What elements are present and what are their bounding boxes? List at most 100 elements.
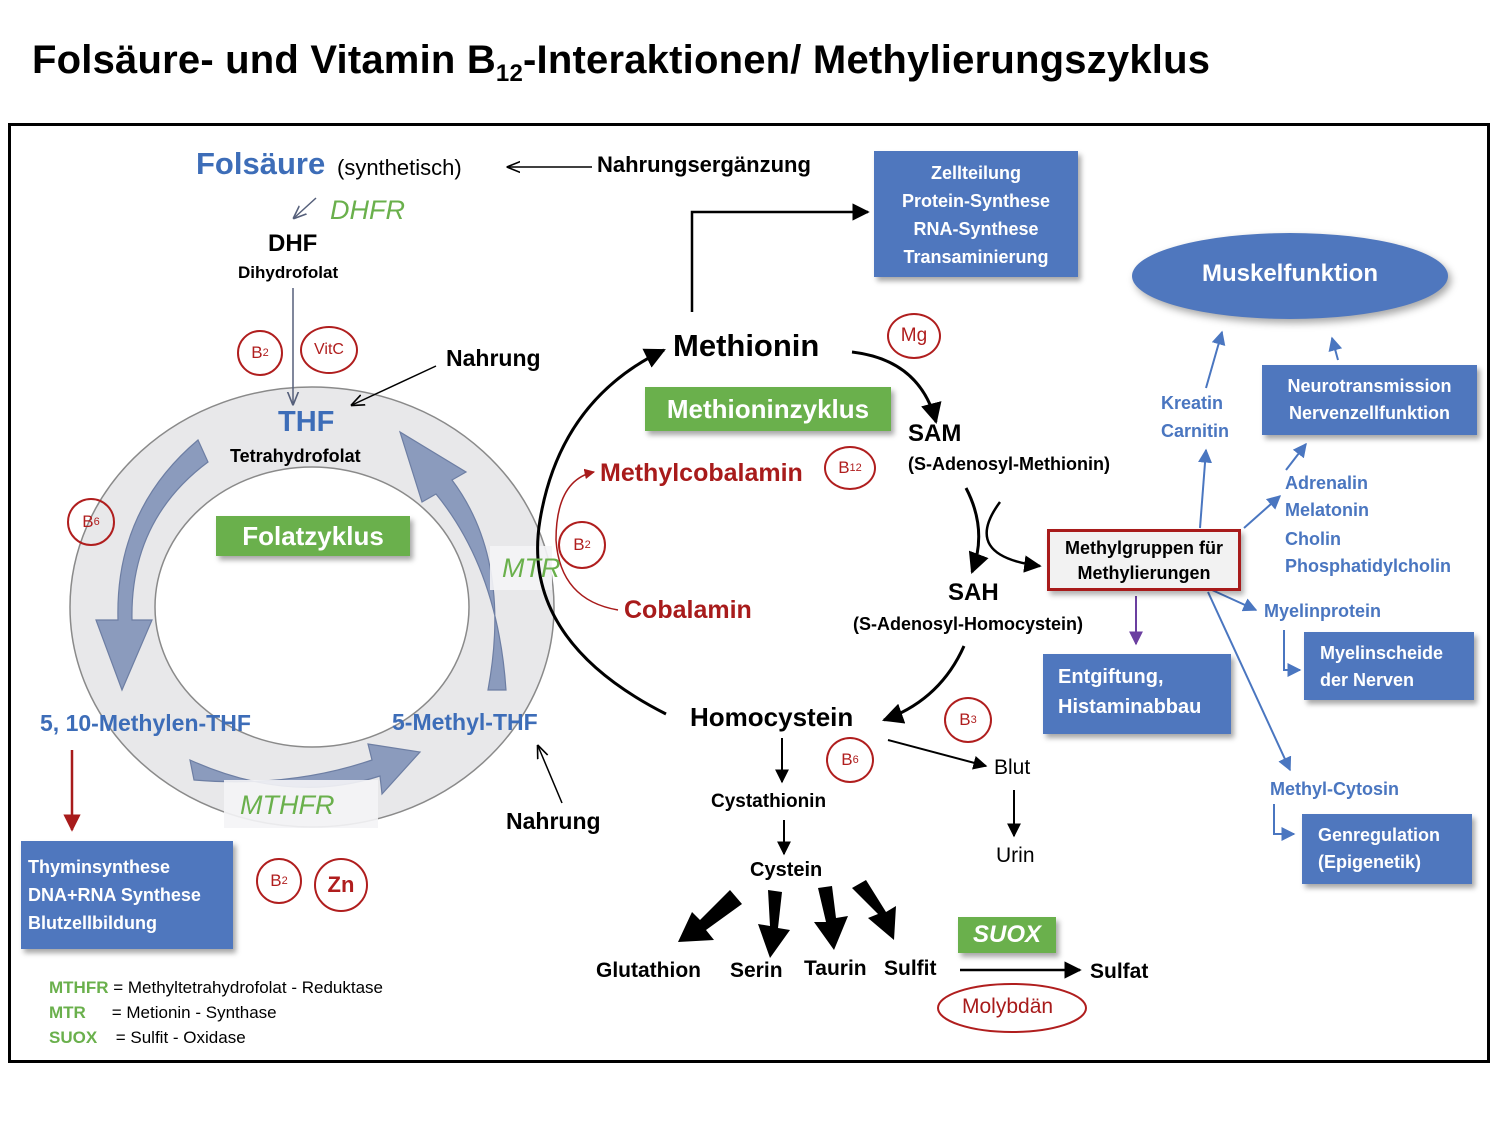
cofactor-vitc: VitC [300, 326, 358, 374]
arrow-sam-sah [964, 487, 989, 574]
methioninzyklus-label: Methioninzyklus [645, 387, 891, 431]
arc-homocystein-methionin [536, 348, 667, 716]
zellteilung-line-3: RNA-Synthese [913, 219, 1039, 239]
adrenalin-label: Adrenalin [1285, 473, 1369, 493]
zellteilung-line-1: Zellteilung [931, 163, 1021, 183]
page-title: Folsäure- und Vitamin B12-Interaktionen/… [32, 38, 1210, 88]
thick-arrow-sulfit [852, 880, 896, 940]
ring-arrow-left [95, 439, 209, 692]
title-rest: -Interaktionen/ Methylierungszyklus [523, 38, 1211, 82]
dhf-full-label: Dihydrofolat [238, 263, 339, 282]
serin-label: Serin [730, 959, 783, 982]
glutathion-label: Glutathion [596, 959, 701, 982]
thymin-line-2: DNA+RNA Synthese [28, 885, 201, 905]
methylgruppen-line-1: Methylgruppen für [1065, 538, 1223, 558]
arrow-homocystein-blut [887, 739, 988, 770]
nahrung-bottom-label: Nahrung [506, 808, 601, 834]
methyl-thf-label: 5-Methyl-THF [392, 709, 538, 735]
genregulation-box: Genregulation (Epigenetik) [1302, 814, 1472, 884]
carnitin-label: Carnitin [1161, 421, 1230, 441]
myelinscheide-line-1: Myelinscheide [1320, 643, 1444, 663]
arrow-myelinscheide [1283, 630, 1302, 677]
neuro-line-2: Nervenzellfunktion [1288, 403, 1451, 423]
legend-row-mtr: MTR = Metionin - Synthase [49, 1003, 277, 1022]
folatzyklus-label: Folatzyklus [216, 516, 410, 556]
thf-full-label: Tetrahydrofolat [230, 446, 361, 466]
arrow-muskel-left [1205, 330, 1226, 389]
genregulation-line-1: Genregulation [1318, 825, 1441, 845]
homocystein-label: Homocystein [690, 702, 854, 732]
arrow-methyl-cytosin [1207, 591, 1292, 772]
dhfr-label: DHFR [330, 195, 405, 225]
nahrung-top-label: Nahrung [446, 345, 541, 371]
myelinprotein-label: Myelinprotein [1264, 601, 1382, 621]
melatonin-label: Melatonin [1285, 500, 1369, 520]
zellteilung-line-2: Protein-Synthese [901, 191, 1051, 211]
thymin-line-1: Thyminsynthese [28, 857, 171, 877]
zellteilung-box: Zellteilung Protein-Synthese RNA-Synthes… [874, 151, 1078, 277]
arrow-cobalamin [555, 468, 619, 611]
muskelfunktion-shape [1132, 233, 1448, 319]
blut-label: Blut [994, 756, 1031, 779]
myelinscheide-line-2: der Nerven [1320, 670, 1415, 690]
entgiftung-line-1: Entgiftung, [1058, 666, 1164, 688]
cystein-label: Cystein [750, 859, 823, 881]
thymin-box: Thyminsynthese DNA+RNA Synthese Blutzell… [21, 841, 233, 949]
arrow-myelinprotein [1211, 589, 1258, 612]
legend-row-mthfr: MTHFR = Methyltetrahydrofolat - Reduktas… [49, 978, 383, 997]
legend: MTHFR = Methyltetrahydrofolat - Reduktas… [49, 975, 383, 1050]
phosphatidylcholin-label: Phosphatidylcholin [1285, 556, 1452, 576]
thymin-line-3: Blutzellbildung [28, 913, 157, 933]
sah-full-label: (S-Adenosyl-Homocystein) [853, 614, 1084, 634]
title-subscript: 12 [495, 60, 524, 87]
methylgruppen-box: Methylgruppen für Methylierungen [1047, 529, 1241, 591]
arrow-neuro [1285, 442, 1307, 471]
thick-arrow-glutathion [678, 890, 742, 942]
arrow-methionin-zellteilung [690, 203, 870, 312]
cystathionin-label: Cystathionin [711, 791, 827, 812]
arrow-sam-methylgruppen [985, 501, 1042, 573]
zellteilung-line-4: Transaminierung [903, 247, 1049, 267]
genregulation-line-2: (Epigenetik) [1318, 852, 1422, 872]
urin-label: Urin [996, 844, 1035, 867]
sulfit-label: Sulfit [884, 957, 937, 980]
thf-label: THF [278, 406, 335, 438]
muskelfunktion-label: Muskelfunktion [1201, 260, 1378, 287]
thick-arrow-taurin [814, 886, 848, 950]
arrow-dhfr [294, 197, 317, 218]
entgiftung-box: Entgiftung, Histaminabbau [1043, 654, 1231, 734]
methylen-thf-label: 5, 10-Methylen-THF [40, 710, 251, 736]
arrow-genregulation [1273, 804, 1296, 841]
arrow-nahrung-thf [352, 365, 437, 405]
ring-arrow-right [398, 430, 507, 691]
mtr-label: MTR [502, 553, 561, 583]
arrow-kreatin [1198, 448, 1213, 529]
arrow-methionin-sam [851, 350, 942, 425]
cobalamin-label: Cobalamin [624, 596, 752, 624]
arrow-nahrung-mthf [538, 746, 563, 804]
arrow-sah-homocystein [882, 645, 966, 724]
sah-label: SAH [948, 579, 999, 606]
arrow-adrenalin [1243, 495, 1282, 529]
cofactor-zn: Zn [314, 858, 368, 912]
thick-arrow-serin [758, 890, 790, 958]
methionin-label: Methionin [673, 328, 820, 363]
sam-label: SAM [908, 420, 962, 447]
legend-row-suox: SUOX = Sulfit - Oxidase [49, 1028, 246, 1047]
sulfat-label: Sulfat [1090, 960, 1149, 983]
molybdaen-label: Molybdän [962, 995, 1054, 1018]
sam-full-label: (S-Adenosyl-Methionin) [908, 454, 1110, 474]
cofactor-mg: Mg [887, 313, 941, 359]
neuro-box: Neurotransmission Nervenzellfunktion [1262, 365, 1477, 435]
cholin-label: Cholin [1285, 529, 1341, 549]
synthetisch-label: (synthetisch) [337, 155, 462, 180]
suox-label: SUOX [958, 917, 1056, 953]
dhf-label: DHF [268, 230, 318, 257]
kreatin-label: Kreatin [1161, 393, 1224, 413]
